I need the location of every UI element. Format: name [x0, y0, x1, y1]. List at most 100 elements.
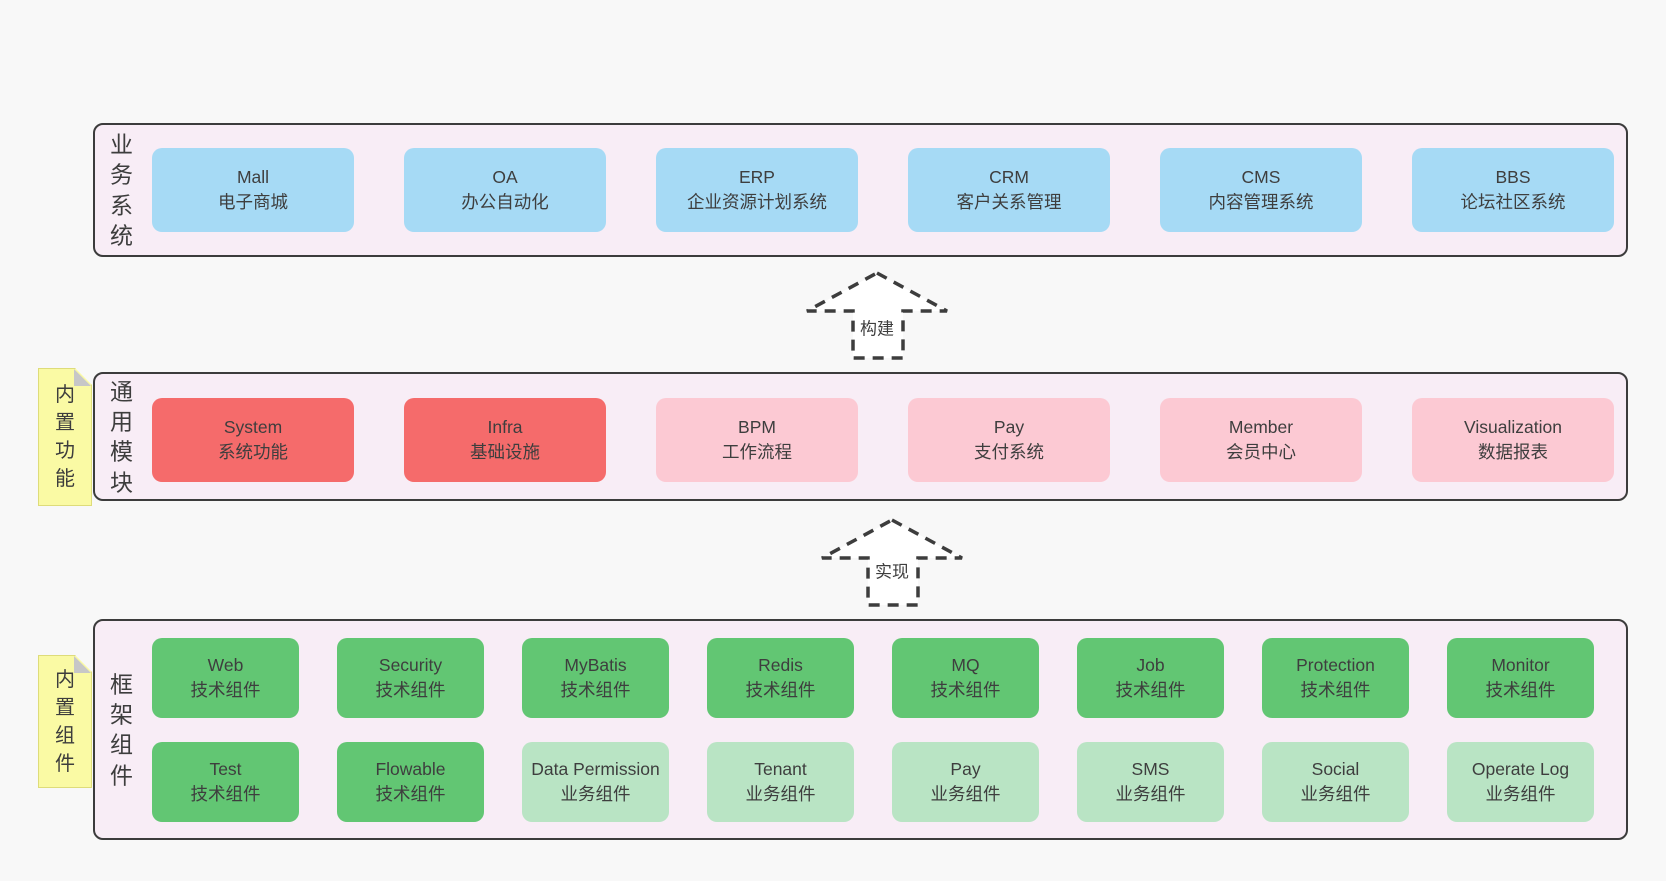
box-subtitle: 技术组件	[1300, 680, 1371, 700]
sticky-note-builtin-features: 内置功能	[38, 368, 92, 506]
box-title: Infra	[487, 417, 523, 438]
framework-box-row-2: Test 技术组件 Flowable 技术组件 Data Permission …	[152, 742, 1594, 822]
box-monitor: Monitor 技术组件	[1447, 638, 1594, 718]
framework-box-row-1: Web 技术组件 Security 技术组件 MyBatis 技术组件 Redi…	[152, 638, 1594, 718]
box-pay: Pay 支付系统	[908, 398, 1110, 482]
box-title: Operate Log	[1471, 759, 1570, 780]
box-title: OA	[492, 167, 518, 188]
box-title: MQ	[951, 655, 980, 676]
box-title: Member	[1228, 417, 1294, 438]
box-mall: Mall 电子商城	[152, 148, 354, 232]
box-title: BBS	[1495, 167, 1531, 188]
box-subtitle: 企业资源计划系统	[687, 192, 827, 212]
box-subtitle: 基础设施	[470, 442, 540, 462]
sticky-note-label: 内置组件	[55, 668, 75, 775]
business-box-row: Mall 电子商城 OA 办公自动化 ERP 企业资源计划系统 CRM 客户关系…	[152, 148, 1614, 232]
box-subtitle: 业务组件	[1300, 784, 1371, 804]
box-subtitle: 技术组件	[375, 784, 446, 804]
box-data-permission: Data Permission 业务组件	[522, 742, 669, 822]
box-title: Pay	[950, 759, 981, 780]
box-title: Security	[378, 655, 443, 676]
box-subtitle: 办公自动化	[461, 192, 549, 212]
box-title: SMS	[1131, 759, 1170, 780]
box-web: Web 技术组件	[152, 638, 299, 718]
box-erp: ERP 企业资源计划系统	[656, 148, 858, 232]
box-protection: Protection 技术组件	[1262, 638, 1409, 718]
box-test: Test 技术组件	[152, 742, 299, 822]
box-subtitle: 业务组件	[1115, 784, 1186, 804]
box-subtitle: 技术组件	[1485, 680, 1556, 700]
folded-corner	[74, 369, 91, 386]
box-visualization: Visualization 数据报表	[1412, 398, 1614, 482]
box-subtitle: 电子商城	[218, 192, 288, 212]
box-subtitle: 技术组件	[560, 680, 631, 700]
box-title: BPM	[738, 417, 776, 438]
box-title: Data Permission	[531, 759, 660, 780]
box-subtitle: 技术组件	[1115, 680, 1186, 700]
box-system: System 系统功能	[152, 398, 354, 482]
box-subtitle: 论坛社区系统	[1460, 192, 1566, 212]
box-title: ERP	[739, 167, 775, 188]
arrow-implement-label: 实现	[870, 556, 914, 584]
section-label: 框架组件	[110, 670, 133, 788]
box-subtitle: 系统功能	[218, 442, 288, 462]
box-title: Monitor	[1491, 655, 1550, 676]
box-subtitle: 业务组件	[930, 784, 1001, 804]
box-title: CRM	[989, 167, 1029, 188]
box-job: Job 技术组件	[1077, 638, 1224, 718]
box-infra: Infra 基础设施	[404, 398, 606, 482]
box-subtitle: 工作流程	[722, 442, 792, 462]
box-title: Social	[1311, 759, 1360, 780]
box-title: Test	[209, 759, 242, 780]
box-mq: MQ 技术组件	[892, 638, 1039, 718]
box-subtitle: 客户关系管理	[956, 192, 1062, 212]
box-subtitle: 技术组件	[190, 784, 261, 804]
box-title: Mall	[236, 167, 270, 188]
box-subtitle: 业务组件	[560, 784, 631, 804]
folded-corner	[74, 656, 91, 673]
box-subtitle: 技术组件	[375, 680, 446, 700]
box-crm: CRM 客户关系管理	[908, 148, 1110, 232]
box-mybatis: MyBatis 技术组件	[522, 638, 669, 718]
box-subtitle: 技术组件	[190, 680, 261, 700]
box-title: System	[223, 417, 283, 438]
box-title: Job	[1136, 655, 1165, 676]
modules-box-row: System 系统功能 Infra 基础设施 BPM 工作流程 Pay 支付系统…	[152, 398, 1614, 482]
box-subtitle: 业务组件	[1485, 784, 1556, 804]
box-oa: OA 办公自动化	[404, 148, 606, 232]
box-redis: Redis 技术组件	[707, 638, 854, 718]
box-subtitle: 支付系统	[974, 442, 1044, 462]
box-subtitle: 技术组件	[745, 680, 816, 700]
box-title: MyBatis	[564, 655, 627, 676]
box-title: Pay	[993, 417, 1025, 438]
box-subtitle: 数据报表	[1478, 442, 1548, 462]
box-title: Tenant	[754, 759, 807, 780]
box-title: Protection	[1296, 655, 1375, 676]
box-operate-log: Operate Log 业务组件	[1447, 742, 1594, 822]
box-title: Flowable	[375, 759, 446, 780]
box-subtitle: 业务组件	[745, 784, 816, 804]
box-title: Redis	[758, 655, 803, 676]
box-flowable: Flowable 技术组件	[337, 742, 484, 822]
section-business-systems: 业务系统 Mall 电子商城 OA 办公自动化 ERP 企业资源计划系统 CRM…	[93, 123, 1628, 257]
box-bbs: BBS 论坛社区系统	[1412, 148, 1614, 232]
box-bpm: BPM 工作流程	[656, 398, 858, 482]
box-title: Visualization	[1464, 417, 1562, 438]
box-title: Web	[207, 655, 244, 676]
box-member: Member 会员中心	[1160, 398, 1362, 482]
box-pay-biz: Pay 业务组件	[892, 742, 1039, 822]
sticky-note-builtin-components: 内置组件	[38, 655, 92, 788]
box-security: Security 技术组件	[337, 638, 484, 718]
section-common-modules: 通用模块 System 系统功能 Infra 基础设施 BPM 工作流程 Pay…	[93, 372, 1628, 501]
box-subtitle: 技术组件	[930, 680, 1001, 700]
section-label: 业务系统	[110, 131, 133, 249]
section-label: 通用模块	[110, 377, 133, 495]
arrow-build-label: 构建	[855, 313, 899, 341]
box-subtitle: 会员中心	[1226, 442, 1296, 462]
box-sms: SMS 业务组件	[1077, 742, 1224, 822]
box-cms: CMS 内容管理系统	[1160, 148, 1362, 232]
box-social: Social 业务组件	[1262, 742, 1409, 822]
box-title: CMS	[1241, 167, 1281, 188]
box-subtitle: 内容管理系统	[1208, 192, 1314, 212]
